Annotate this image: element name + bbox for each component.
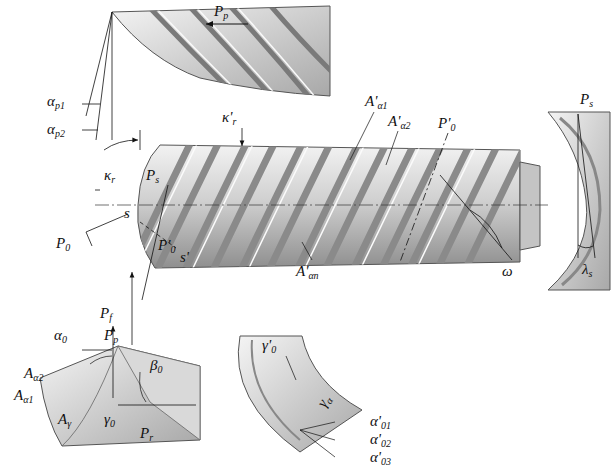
angle-label: αp1: [47, 92, 65, 110]
subscript: p: [223, 10, 228, 21]
angle-label: Pp: [214, 2, 228, 20]
subscript: 0: [170, 244, 175, 255]
subscript: s: [155, 174, 159, 185]
angle-label: A'α1: [365, 92, 388, 110]
angle-label: α'01: [370, 412, 391, 430]
subscript: 0: [450, 122, 455, 133]
angle-label: Ps: [580, 90, 593, 108]
angle-label: A'α2: [388, 112, 411, 130]
subscript: αn: [308, 270, 318, 281]
subscript: r: [232, 116, 236, 127]
subscript: 0: [271, 344, 276, 355]
subscript: p: [113, 334, 118, 345]
angle-label: Pr: [140, 424, 153, 442]
angle-label: αp2: [47, 120, 65, 138]
angle-label: P0: [56, 234, 70, 252]
subscript: γ: [67, 418, 71, 429]
angle-label: s: [124, 204, 130, 222]
angle-label: Ps: [146, 166, 159, 184]
angle-label: Pf: [100, 304, 112, 322]
subscript: α2: [33, 372, 43, 383]
subscript: 03: [381, 456, 391, 467]
subscript: r: [149, 432, 153, 443]
angle-label: Pp: [104, 326, 118, 344]
angle-label: Aγ: [58, 410, 71, 428]
angle-label: α'03: [370, 448, 391, 466]
subscript: p2: [55, 128, 65, 139]
angle-label: A'αn: [296, 262, 319, 280]
angle-label: s': [180, 248, 189, 266]
subscript: 02: [381, 438, 391, 449]
subscript: α1: [377, 100, 387, 111]
subscript: 0: [62, 334, 67, 345]
subscript: 01: [381, 420, 391, 431]
angle-label: α'02: [370, 430, 391, 448]
subscript: 0: [65, 242, 70, 253]
subscript: r: [111, 174, 115, 185]
angle-label: P'0: [158, 236, 175, 254]
subscript: 0: [110, 418, 115, 429]
angle-label: κ'r: [222, 108, 236, 126]
subscript: p1: [55, 100, 65, 111]
angle-label: λs: [582, 260, 592, 278]
angle-label: ω: [502, 262, 513, 280]
subscript: 0: [157, 364, 162, 375]
subscript: s: [589, 98, 593, 109]
angle-label: P'0: [438, 114, 455, 132]
angle-label: Aα2: [24, 364, 43, 382]
subscript: f: [109, 312, 112, 323]
angle-label: β0: [150, 356, 162, 374]
subscript: s: [589, 268, 593, 279]
angle-label: α0: [54, 326, 67, 344]
angle-label: κr: [104, 166, 115, 184]
angle-label: γ'0: [262, 336, 276, 354]
subscript: α2: [400, 120, 410, 131]
angle-label: γ0: [104, 410, 115, 428]
subscript: α1: [23, 394, 33, 405]
angle-label: Aα1: [14, 386, 33, 404]
